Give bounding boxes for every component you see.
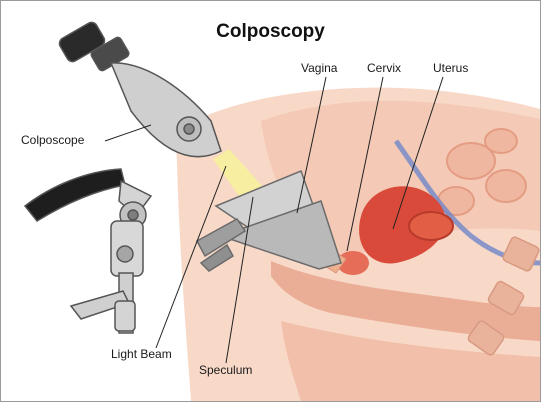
label-uterus: Uterus bbox=[433, 61, 468, 75]
label-vagina: Vagina bbox=[301, 61, 337, 75]
label-colposcope: Colposcope bbox=[21, 133, 84, 147]
label-speculum: Speculum bbox=[199, 363, 252, 377]
diagram-title: Colposcopy bbox=[1, 21, 540, 43]
anatomy-cross-section bbox=[176, 88, 540, 401]
label-light-beam: Light Beam bbox=[111, 347, 172, 361]
ovary bbox=[409, 212, 453, 240]
label-cervix: Cervix bbox=[367, 61, 401, 75]
